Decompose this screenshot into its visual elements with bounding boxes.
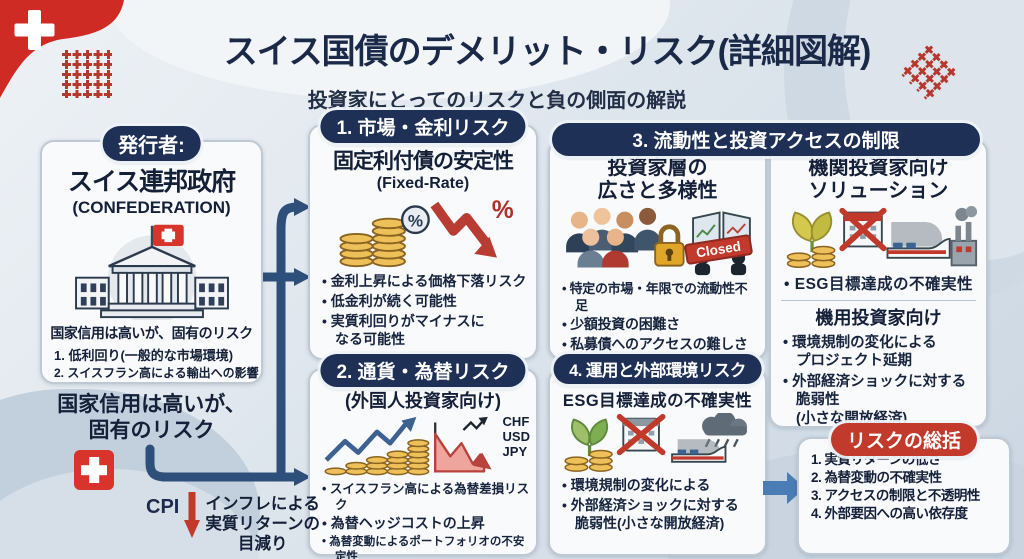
investors-market-icon: Closed (555, 205, 761, 277)
box1-bullet: 低金利が続く可能性 (322, 293, 530, 311)
box4-bullet: 環境規制の変化による (562, 477, 759, 495)
coins-rate-decline-icon: % % (323, 195, 523, 269)
esg-projects-icon (776, 205, 982, 271)
summary-item: 3. アクセスの制限と不透明性 (811, 488, 980, 504)
esg-bullet: ESG目標達成の不確実性 (777, 275, 980, 295)
issuer-point-1: 1. 低利回り(一般的な市場環境) (54, 348, 234, 363)
issuer-emphasis-text: 国家信用は高いが、 固有のリスク (57, 393, 246, 443)
issuer-point-2: 2. スイスフラン高による輸出への影響 (54, 366, 259, 380)
train-icon (670, 439, 726, 463)
divider-line (781, 299, 976, 301)
box2-bullet: 為替ヘッジコストの上昇 (322, 515, 530, 533)
issuer-note: 国家信用は高いが、固有のリスク (50, 325, 253, 341)
box1-bullet: 実質利回りがマイナスに なる可能性 (322, 313, 530, 349)
box3-left-bullet: 少額投資の困難さ (562, 316, 759, 334)
summary-item: 2. 為替変動の不確実性 (811, 470, 942, 486)
issuer-panel: 発行者: スイス連邦政府 (CONFEDERATION) (40, 126, 263, 384)
calendar-cancelled-icon (838, 207, 887, 252)
box3-right-bullet: 外部経済ショックに対する 脆弱性 (小さな開放経済) (783, 373, 980, 429)
summary-item: 4. 外部要因への高い依存度 (811, 506, 968, 522)
cpi-down-arrow-icon (183, 490, 201, 542)
cpi-note-text: インフレによる 実質リターンの 目減り (205, 495, 321, 554)
currency-chf: CHF (502, 414, 530, 429)
cpi-label: CPI (146, 496, 180, 518)
percent-icon: % (408, 211, 423, 230)
risk-summary-list: 1. 実質リターンの低さ 2. 為替変動の不確実性 3. アクセスの制限と不透明… (799, 439, 1009, 523)
storm-cloud-icon (701, 413, 747, 448)
box2-bullet: 為替変動によるポートフォリオの不安定性 (322, 535, 530, 559)
box4-bullet: 外部経済ショックに対する 脆弱性(小さな開放経済) (562, 497, 759, 533)
box3-right-bullet: 環境規制の変化による プロジェクト延期 (783, 334, 980, 371)
box1-subheading: (Fixed-Rate) (376, 175, 470, 192)
swiss-cross-icon (14, 10, 55, 50)
lock-icon (653, 224, 685, 267)
box4-bullet-list: 環境規制の変化による 外部経済ショックに対する 脆弱性(小さな開放経済) (550, 477, 765, 533)
box1-bullet-list: 金利上昇による価格下落リスク 低金利が続く可能性 実質利回りがマイナスに なる可… (310, 273, 536, 349)
market-rate-risk-panel: 1. 市場・金利リスク 固定利付債の安定性 (Fixed-Rate) % % 金… (308, 110, 538, 360)
parliament-building-icon (67, 220, 237, 320)
issuer-name-en: (CONFEDERATION) (72, 198, 231, 217)
box3-right-bullet-list: 環境規制の変化による プロジェクト延期 外部経済ショックに対する 脆弱性 (小さ… (771, 334, 986, 429)
investor-crowd-icon (565, 207, 661, 268)
box3-right-subheading: 機用投資家向け (815, 307, 942, 328)
box3-right-esg-list: ESG目標達成の不確実性 (771, 275, 986, 295)
operations-external-risk-panel: 4. 運用と外部環境リスク ESG目標達成の不確実性 (548, 354, 767, 556)
esg-uncertainty-icon (555, 413, 761, 473)
calendar-cancelled-icon (616, 413, 665, 456)
page-title: スイス国債のデメリット・リスク(詳細図解) (223, 33, 872, 71)
box4-heading: ESG目標達成の不確実性 (562, 392, 753, 410)
train-icon (886, 221, 951, 259)
esg-plant-coins-icon (786, 211, 835, 268)
risk-summary-panel: リスクの総括 1. 実質リターンの低さ 2. 為替変動の不確実性 3. アクセス… (797, 423, 1011, 555)
investor-diversity-panel: 投資家層の 広さと多様性 (548, 139, 767, 360)
box2-heading: (外国人投資家向け) (345, 391, 501, 411)
fx-charts-icon: CHF USD JPY (316, 414, 530, 477)
box3-left-bullet-list: 特定の市場・年限での流動性不足 少額投資の困難さ 私募債へのアクセスの難しさ (550, 281, 765, 354)
box3-left-bullet: 私募債へのアクセスの難しさ (562, 336, 759, 354)
box2-bullet-list: スイスフラン高による為替差損リスク 為替ヘッジコストの上昇 為替変動によるポート… (310, 481, 536, 559)
liquidity-access-header: 3. 流動性と投資アクセスの制限 (552, 123, 980, 156)
box1-bullet: 金利上昇による価格下落リスク (322, 273, 530, 291)
issuer-name: スイス連邦政府 (67, 168, 236, 196)
box2-bullet: スイスフラン高による為替差損リスク (322, 481, 530, 513)
cpi-note-group: CPI インフレによる 実質リターンの 目減り (146, 490, 320, 554)
issuer-badge: 発行者: (102, 126, 201, 161)
swiss-flag-on-building-icon (152, 224, 184, 246)
currency-fx-risk-panel: 2. 通貨・為替リスク (外国人投資家向け) (308, 354, 538, 559)
market-rate-risk-header: 1. 市場・金利リスク (320, 110, 526, 143)
page-subtitle: 投資家にとってのリスクと負の側面の解説 (307, 90, 687, 112)
institutional-solutions-panel: 機関投資家向け ソリューション (769, 139, 988, 428)
fx-decline-chart-icon (434, 416, 492, 473)
currency-usd: USD (502, 428, 530, 444)
operations-external-risk-header: 4. 運用と外部環境リスク (553, 354, 762, 384)
swiss-flag-icon (74, 450, 114, 490)
percent-red-icon: % (492, 197, 514, 224)
box3-right-heading: 機関投資家向け ソリューション (808, 157, 949, 202)
currency-fx-risk-header: 2. 通貨・為替リスク (320, 354, 526, 387)
box3-left-bullet: 特定の市場・年限での流動性不足 (562, 281, 759, 314)
factory-icon (950, 205, 977, 267)
currency-jpy: JPY (502, 443, 528, 459)
esg-plant-coins-icon (563, 418, 613, 472)
box1-heading: 固定利付債の安定性 (333, 150, 514, 173)
box3-left-heading: 投資家層の 広さと多様性 (597, 157, 718, 202)
risk-summary-header: リスクの総括 (830, 423, 978, 456)
